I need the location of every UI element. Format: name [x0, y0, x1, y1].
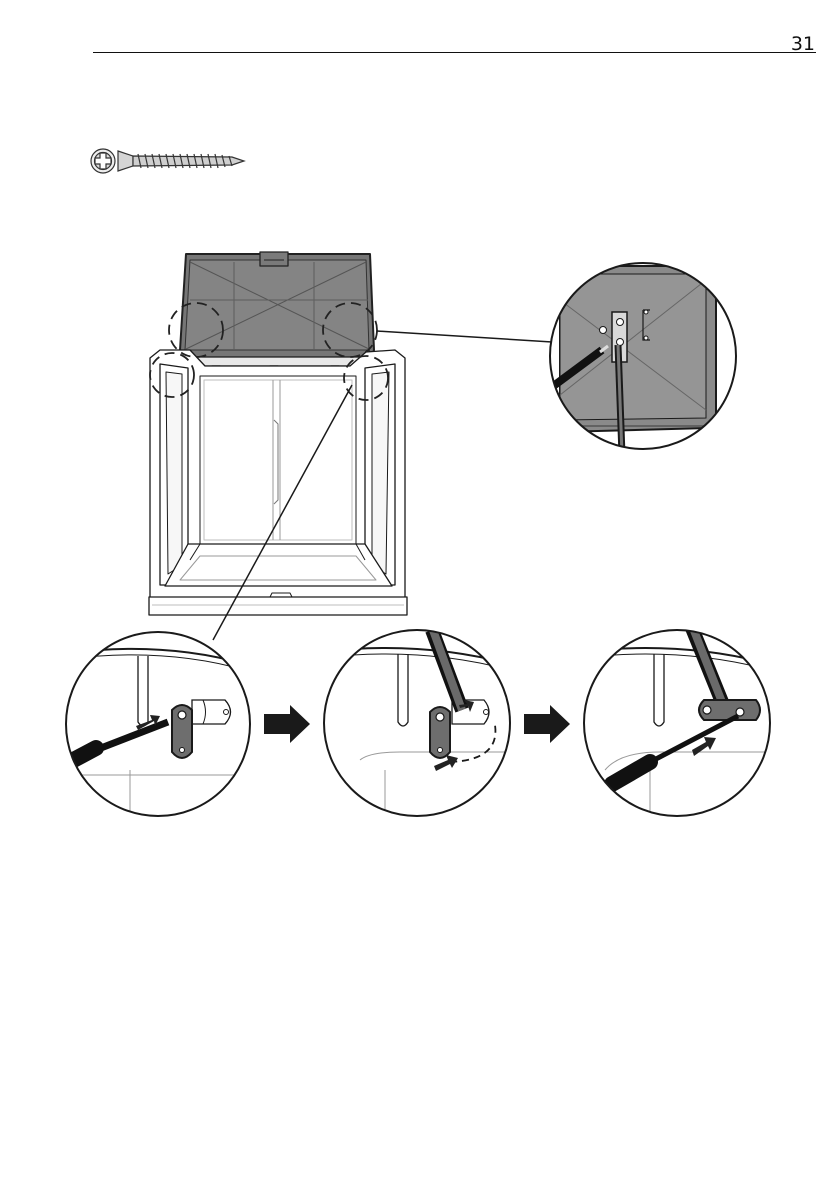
- step-arrow-2: [524, 705, 570, 743]
- step-1-callout: [60, 632, 250, 820]
- screw-icon: [91, 149, 244, 173]
- step-3-callout: [580, 628, 780, 820]
- step-arrow-1: [264, 705, 310, 743]
- storage-box-illustration: [149, 252, 407, 615]
- open-lid: [180, 252, 374, 374]
- step-2-callout: [320, 630, 520, 820]
- detail-hinge-callout: [548, 263, 740, 455]
